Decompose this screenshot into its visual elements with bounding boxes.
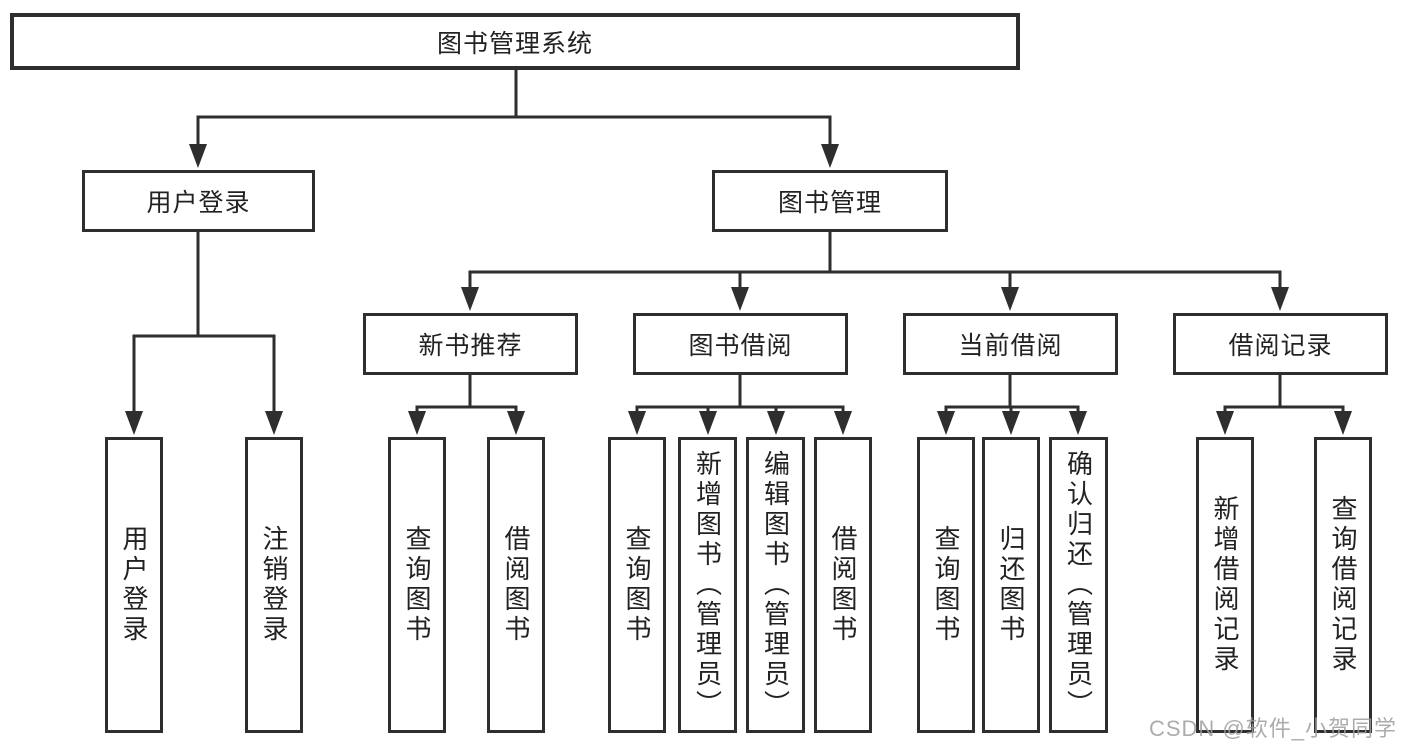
leaf-label: 新增借阅记录 (1210, 495, 1240, 675)
leaf-query-borrow-record: 查询借阅记录 (1314, 437, 1372, 733)
leaf-label: 借阅图书 (828, 525, 858, 645)
node-borrow-records: 借阅记录 (1173, 313, 1388, 375)
leaf-label: 用户登录 (119, 525, 149, 645)
leaf-label: 查询图书 (931, 525, 961, 645)
leaf-borrow-query-books: 查询图书 (608, 437, 666, 733)
node-library-management-system: 图书管理系统 (10, 13, 1020, 70)
leaf-add-borrow-record: 新增借阅记录 (1196, 437, 1254, 733)
leaf-label: 确认归还（管理员） (1063, 450, 1094, 720)
leaf-confirm-return-admin: 确认归还（管理员） (1049, 437, 1108, 733)
node-book-borrow: 图书借阅 (633, 313, 848, 375)
node-book-management: 图书管理 (712, 170, 948, 232)
node-user-login: 用户登录 (82, 170, 315, 232)
csdn-watermark: CSDN @软件_小贺同学 (1148, 716, 1397, 741)
leaf-label: 查询借阅记录 (1328, 495, 1358, 675)
leaf-logout: 注销登录 (245, 437, 303, 733)
leaf-newbook-borrow-books: 借阅图书 (487, 437, 545, 733)
arrowheads (125, 144, 1352, 435)
leaf-label: 查询图书 (402, 525, 432, 645)
node-new-book-recommend: 新书推荐 (363, 313, 578, 375)
leaf-add-book-admin: 新增图书（管理员） (678, 437, 737, 733)
leaf-label: 借阅图书 (501, 525, 531, 645)
leaf-current-query-books: 查询图书 (917, 437, 975, 733)
node-current-borrow: 当前借阅 (903, 313, 1118, 375)
leaf-user-login: 用户登录 (105, 437, 163, 733)
leaf-edit-book-admin: 编辑图书（管理员） (746, 437, 805, 733)
leaf-label: 归还图书 (996, 525, 1026, 645)
leaf-label: 注销登录 (259, 525, 289, 645)
leaf-borrow-books: 借阅图书 (814, 437, 872, 733)
leaf-label: 新增图书（管理员） (692, 450, 723, 720)
leaf-return-books: 归还图书 (982, 437, 1040, 733)
leaf-newbook-query-books: 查询图书 (388, 437, 446, 733)
leaf-label: 查询图书 (622, 525, 652, 645)
leaf-label: 编辑图书（管理员） (760, 450, 791, 720)
